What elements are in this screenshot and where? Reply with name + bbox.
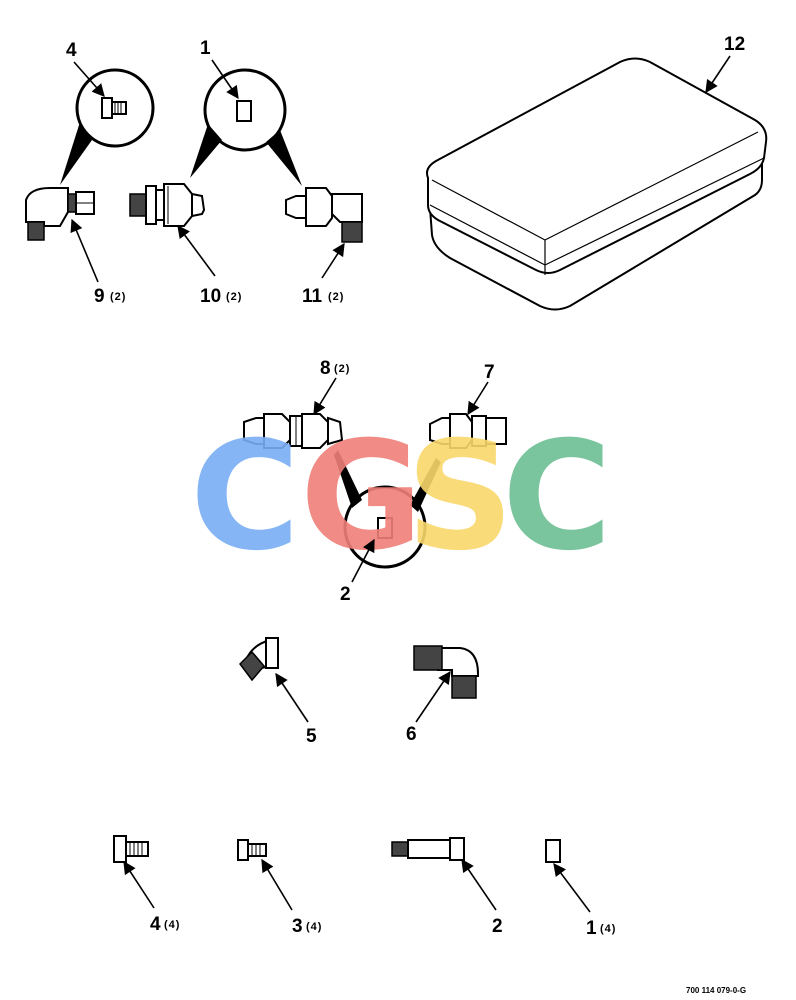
callout-10-qty: (2)	[226, 291, 242, 303]
detail-circle-1	[190, 68, 302, 186]
watermark-letter: C	[190, 410, 300, 584]
plug-3	[237, 839, 267, 861]
watermark-letter: C	[502, 410, 612, 584]
callout-9-qty: (2)	[110, 291, 126, 303]
callout-5: 5	[306, 726, 317, 747]
detail-circle-4	[60, 68, 155, 185]
callout-10: 10	[200, 286, 221, 307]
callout-4-bottom: 4	[150, 914, 161, 935]
drawing-number: 700 114 079-0-G	[686, 986, 746, 995]
union-fitting-8	[243, 413, 344, 449]
sleeve-detail-1	[236, 100, 252, 122]
callout-3: 3	[292, 916, 303, 937]
watermark-letter: G	[300, 410, 423, 584]
callout-7: 7	[484, 362, 495, 383]
bulkhead-fitting-7	[429, 413, 507, 449]
union-fitting-10	[129, 183, 206, 227]
callout-8-qty: (2)	[334, 363, 350, 375]
street-elbow-6	[413, 645, 479, 699]
callout-4: 4	[66, 40, 77, 61]
watermark: C G S C	[190, 410, 612, 584]
sleeve-detail-2	[377, 517, 393, 539]
callout-1-bottom: 1	[586, 918, 597, 939]
sleeve-1	[545, 839, 561, 863]
callout-11-qty: (2)	[328, 291, 344, 303]
callout-1: 1	[200, 38, 211, 59]
callout-9: 9	[94, 286, 105, 307]
callout-1-bottom-qty: (4)	[600, 923, 616, 935]
callout-2-bottom: 2	[492, 916, 503, 937]
street-elbow-5	[239, 637, 279, 682]
watermark-letter: S	[406, 410, 514, 584]
plug-detail-4	[101, 97, 127, 119]
elbow-fitting-9	[25, 187, 95, 241]
callout-8: 8	[320, 358, 331, 379]
callout-11: 11	[302, 286, 323, 307]
plug-4	[113, 835, 149, 863]
callout-4-bottom-qty: (4)	[164, 919, 180, 931]
elbow-union-11	[285, 187, 363, 243]
callout-12: 12	[724, 34, 745, 55]
callout-6: 6	[406, 724, 417, 745]
nipple-2	[391, 837, 465, 861]
callout-2-middle: 2	[340, 584, 351, 605]
storage-box-12	[426, 57, 768, 311]
callout-3-qty: (4)	[306, 921, 322, 933]
